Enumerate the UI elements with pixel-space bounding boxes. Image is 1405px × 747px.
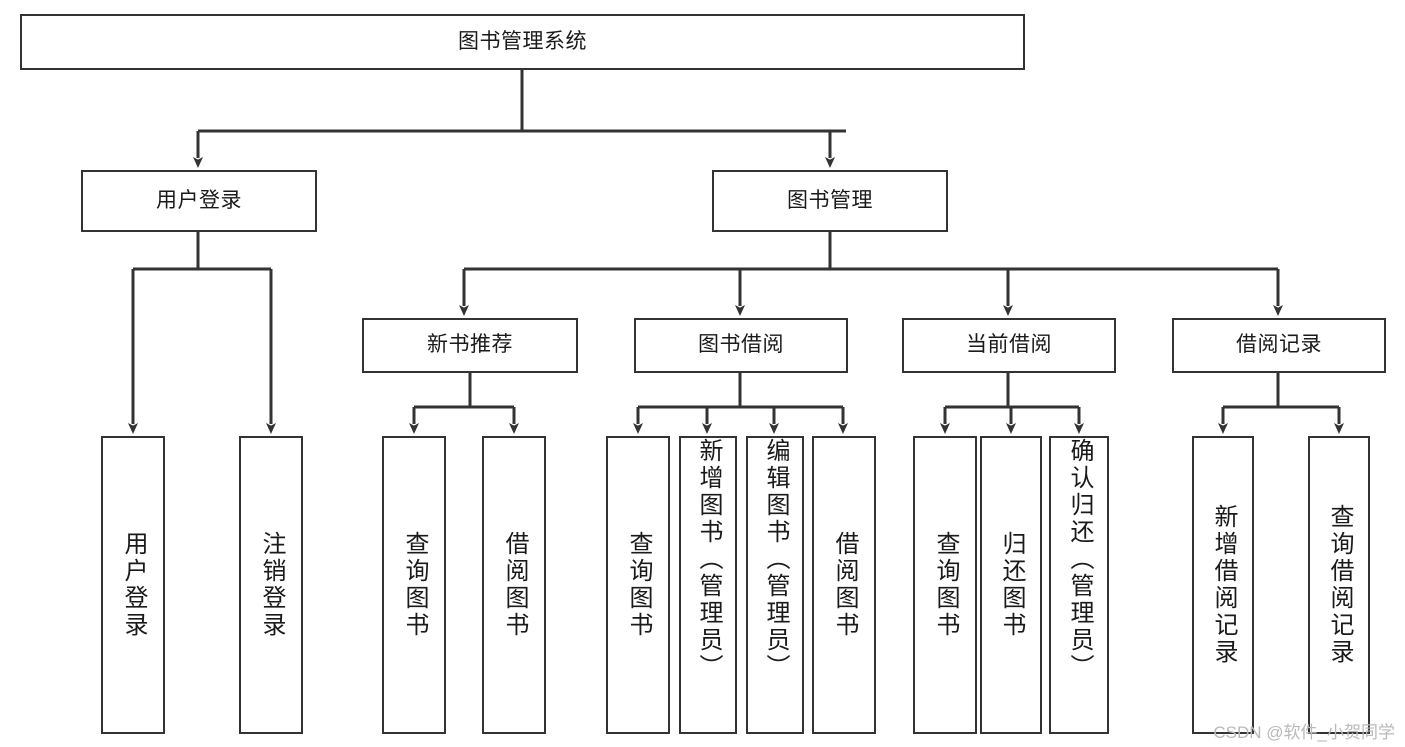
node-leaf-return-book[interactable]: 归还图书 (980, 436, 1042, 734)
node-leaf-edit-book-admin-label: 编辑图书（管理员） (762, 438, 789, 681)
node-leaf-query-borrow-record[interactable]: 查询借阅记录 (1308, 436, 1370, 734)
node-leaf-query-book-3[interactable]: 查询图书 (913, 436, 977, 734)
node-leaf-borrow-book-2-label: 借阅图书 (831, 531, 858, 639)
node-leaf-borrow-book-1-label: 借阅图书 (501, 531, 528, 639)
node-user-login[interactable]: 用户登录 (81, 170, 317, 232)
node-leaf-user-login-label: 用户登录 (120, 531, 147, 639)
node-leaf-query-borrow-record-label: 查询借阅记录 (1326, 504, 1353, 666)
node-current-borrow[interactable]: 当前借阅 (902, 318, 1116, 373)
node-leaf-return-book-label: 归还图书 (998, 531, 1025, 639)
node-leaf-query-book-1[interactable]: 查询图书 (382, 436, 446, 734)
node-leaf-borrow-book-1[interactable]: 借阅图书 (482, 436, 546, 734)
node-book-borrow[interactable]: 图书借阅 (634, 318, 848, 373)
node-leaf-logout-login[interactable]: 注销登录 (239, 436, 303, 734)
node-leaf-confirm-return-admin-label: 确认归还（管理员） (1066, 438, 1093, 681)
node-leaf-confirm-return-admin[interactable]: 确认归还（管理员） (1049, 436, 1109, 734)
node-book-borrow-label: 图书借阅 (698, 333, 784, 357)
node-current-borrow-label: 当前借阅 (966, 333, 1052, 357)
node-leaf-add-borrow-record-label: 新增借阅记录 (1210, 504, 1237, 666)
node-leaf-query-book-3-label: 查询图书 (932, 531, 959, 639)
node-leaf-add-borrow-record[interactable]: 新增借阅记录 (1192, 436, 1254, 734)
node-root-label: 图书管理系统 (458, 29, 587, 53)
node-borrow-record-label: 借阅记录 (1236, 333, 1322, 357)
node-borrow-record[interactable]: 借阅记录 (1172, 318, 1386, 373)
node-new-book-recommend[interactable]: 新书推荐 (362, 318, 578, 373)
node-leaf-user-login[interactable]: 用户登录 (101, 436, 165, 734)
node-leaf-query-book-1-label: 查询图书 (401, 531, 428, 639)
node-leaf-logout-login-label: 注销登录 (258, 531, 285, 639)
node-root[interactable]: 图书管理系统 (20, 14, 1025, 70)
node-user-login-label: 用户登录 (156, 188, 242, 212)
node-book-manage-label: 图书管理 (787, 188, 873, 212)
node-leaf-edit-book-admin[interactable]: 编辑图书（管理员） (746, 436, 804, 734)
node-new-book-recommend-label: 新书推荐 (427, 333, 513, 357)
node-book-manage[interactable]: 图书管理 (712, 170, 948, 232)
node-leaf-add-book-admin-label: 新增图书（管理员） (695, 438, 722, 681)
node-leaf-borrow-book-2[interactable]: 借阅图书 (812, 436, 876, 734)
node-leaf-add-book-admin[interactable]: 新增图书（管理员） (679, 436, 737, 734)
node-leaf-query-book-2[interactable]: 查询图书 (606, 436, 670, 734)
node-leaf-query-book-2-label: 查询图书 (625, 531, 652, 639)
